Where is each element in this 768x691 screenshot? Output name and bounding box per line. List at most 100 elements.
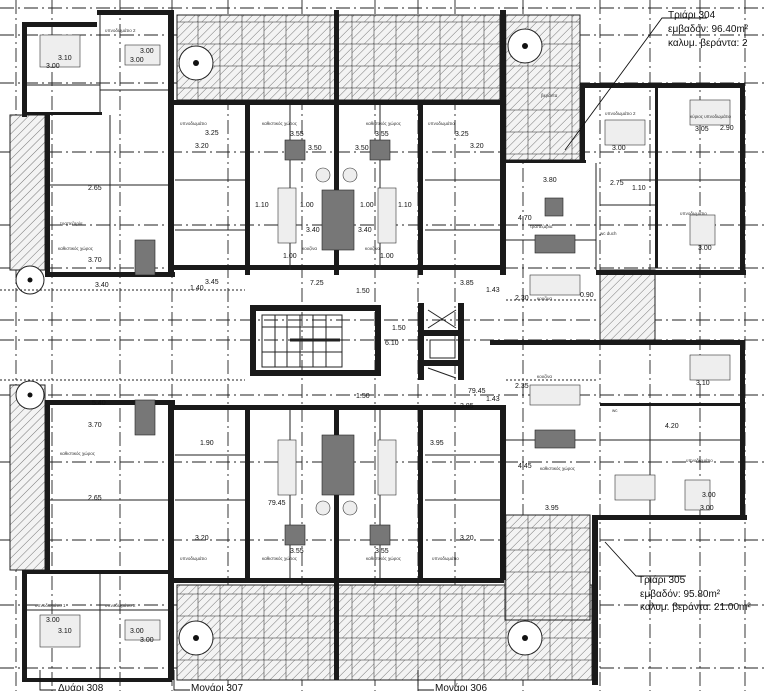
dimension: 3.55 bbox=[290, 131, 304, 138]
room-label: καθιστικός χώρος bbox=[262, 555, 298, 561]
room-label: υπνοδωμάτιο bbox=[180, 120, 207, 126]
furniture bbox=[39, 34, 731, 648]
dimension: 3.25 bbox=[205, 130, 219, 137]
svg-text:εμβαδόν: 95.80m²: εμβαδόν: 95.80m² bbox=[640, 588, 721, 600]
room-label: κουζίνα bbox=[537, 296, 552, 301]
room-label: καθιστικός χώρος bbox=[58, 245, 94, 251]
dimension: 3.95 bbox=[545, 505, 559, 512]
dimension: 2.65 bbox=[88, 185, 102, 192]
dimension: 1.40 bbox=[190, 285, 204, 292]
dimension: 3.10 bbox=[58, 628, 72, 635]
unit-label-307: Μονάρι 307 bbox=[173, 670, 243, 691]
dimension: 2.90 bbox=[720, 125, 734, 132]
walls bbox=[22, 10, 747, 685]
svg-text:Μονάρι 306: Μονάρι 306 bbox=[435, 682, 487, 691]
spiral-stairs bbox=[15, 28, 543, 656]
dimension: 3.70 bbox=[88, 422, 102, 429]
room-label: υπνοδωμάτιο 1 bbox=[35, 602, 66, 608]
room-label: υπνοδωμάτιο bbox=[686, 457, 713, 463]
svg-text:καλυμ. βεράντα: 2: καλυμ. βεράντα: 2 bbox=[668, 37, 748, 49]
dimension: 6.10 bbox=[385, 340, 399, 347]
room-label: wc bbox=[612, 408, 618, 413]
dimension: 1.90 bbox=[200, 440, 214, 447]
room-label: καθιστικός χώρος bbox=[60, 450, 96, 456]
dimension: 2.30 bbox=[515, 295, 529, 302]
dimension: 1.10 bbox=[632, 185, 646, 192]
dimension: 4.20 bbox=[665, 423, 679, 430]
room-label: καθιστικός χώρος bbox=[366, 120, 402, 126]
dimension: 3.40 bbox=[306, 227, 320, 234]
dimension: 1.00 bbox=[360, 202, 374, 209]
dimension: 3.00 bbox=[612, 145, 626, 152]
dimension: 3.20 bbox=[460, 535, 474, 542]
dimension: 1.43 bbox=[486, 287, 500, 294]
dimension: 3.85 bbox=[460, 280, 474, 287]
dimension: 1.43 bbox=[486, 396, 500, 403]
dimension: 3.40 bbox=[358, 227, 372, 234]
dimension: 3.00 bbox=[46, 63, 60, 70]
dimension: 5.40 bbox=[92, 400, 106, 407]
svg-text:Τριάρι 304: Τριάρι 304 bbox=[668, 9, 716, 21]
room-label: τραπεζαρία bbox=[530, 224, 553, 229]
unit-label-308: Δυάρι 308 bbox=[39, 670, 104, 691]
dimension: 3.50 bbox=[355, 145, 369, 152]
svg-text:καλυμ. βεράντα: 21.00m²: καλυμ. βεράντα: 21.00m² bbox=[640, 601, 751, 613]
svg-text:Δυάρι 308: Δυάρι 308 bbox=[58, 682, 104, 691]
dimension: 3.20 bbox=[195, 143, 209, 150]
room-label: καθιστικός χώρος bbox=[262, 120, 298, 126]
dimension: 1.10 bbox=[255, 202, 269, 209]
dimension: 3.20 bbox=[470, 143, 484, 150]
dimension: 3.55 bbox=[290, 548, 304, 555]
unit-label-306: Μονάρι 306 bbox=[417, 670, 487, 691]
room-label: βεράντα bbox=[541, 92, 558, 98]
dimension: 3.00 bbox=[700, 505, 714, 512]
dimension: 1.50 bbox=[356, 288, 370, 295]
room-label: υπνοδωμάτιο bbox=[180, 555, 207, 561]
room-label: καθιστικός χώρος bbox=[366, 555, 402, 561]
dimension: 4.70 bbox=[518, 215, 532, 222]
dimension: 3.05 bbox=[695, 126, 709, 133]
dimension: 3.95 bbox=[430, 440, 444, 447]
dimension: 3.45 bbox=[205, 279, 219, 286]
dimension: 3.00 bbox=[130, 57, 144, 64]
room-label: καθιστικός χώρος bbox=[540, 465, 576, 471]
room-label: υπνοδωμάτιο 2 bbox=[605, 110, 636, 116]
dimension: 79.45 bbox=[268, 500, 286, 507]
svg-text:Μονάρι 307: Μονάρι 307 bbox=[191, 682, 243, 691]
room-label: κουζίνα bbox=[537, 374, 552, 379]
dimension: 0.90 bbox=[580, 292, 594, 299]
dimension: 7.25 bbox=[310, 280, 324, 287]
room-label: υπνοδωμάτιο bbox=[680, 210, 707, 216]
svg-text:εμβαδόν: 96.40m²: εμβαδόν: 96.40m² bbox=[668, 23, 749, 35]
dimension: 3.40 bbox=[95, 282, 109, 289]
dimension: 1.50 bbox=[356, 393, 370, 400]
svg-text:Τριάρι 305: Τριάρι 305 bbox=[638, 574, 686, 586]
room-label: κουζίνα bbox=[365, 246, 380, 251]
room-label: κύριος υπνοδωμάτιο bbox=[690, 113, 732, 119]
dimension-labels: 3.10 3.00 3.00 3.00 3.25 3.20 3.55 3.50 … bbox=[46, 48, 734, 644]
dimension: 1.00 bbox=[283, 253, 297, 260]
room-labels: υπνοδωμάτιο 2 καθιστικός χώρος τραπεζαρί… bbox=[35, 27, 732, 608]
dimension: 3.00 bbox=[140, 637, 154, 644]
dimension: 79.45 bbox=[468, 388, 486, 395]
dimension: 3.70 bbox=[88, 257, 102, 264]
dimension: 2.75 bbox=[610, 180, 624, 187]
dimension: 4.45 bbox=[518, 463, 532, 470]
room-label: υπνοδωμάτιο bbox=[432, 555, 459, 561]
dimension: 3.00 bbox=[702, 492, 716, 499]
stair-core bbox=[261, 309, 457, 379]
dimension: 2.35 bbox=[515, 383, 529, 390]
dimension: 1.50 bbox=[392, 325, 406, 332]
room-label: υπνοδωμάτιο bbox=[428, 120, 455, 126]
dimension: 1.10 bbox=[398, 202, 412, 209]
dimension: 3.00 bbox=[698, 245, 712, 252]
dimension: 2.65 bbox=[88, 495, 102, 502]
dimension: 3.00 bbox=[130, 628, 144, 635]
room-label: wc duch bbox=[600, 231, 617, 236]
unit-label-305: Τριάρι 305 εμβαδόν: 95.80m² καλυμ. βεράν… bbox=[604, 541, 751, 613]
dimension: 3.25 bbox=[455, 131, 469, 138]
dimension: 3.85 bbox=[460, 403, 474, 410]
room-label: κουζίνα bbox=[302, 246, 317, 251]
room-label: τραπεζαρία bbox=[60, 221, 83, 226]
